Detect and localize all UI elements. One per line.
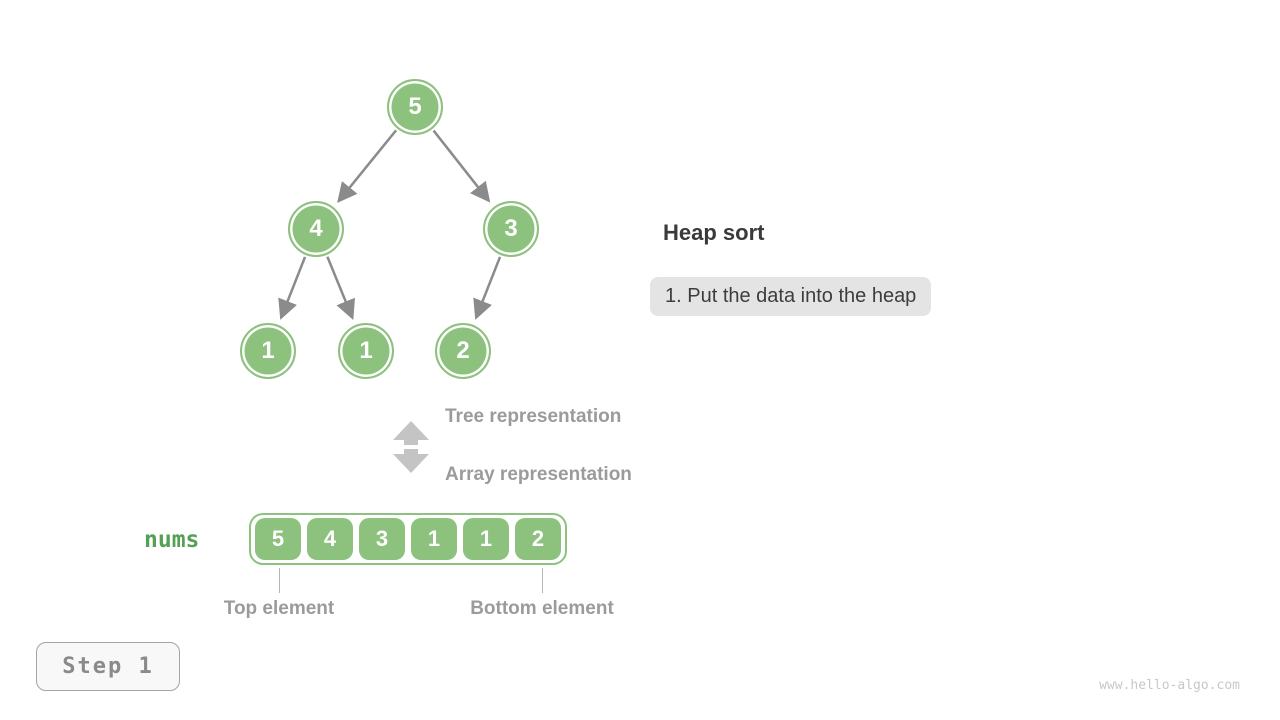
bottom-element-connector	[542, 568, 543, 593]
page-title: Heap sort	[663, 220, 765, 245]
top-element-label: Top element	[223, 598, 335, 619]
step-badge: Step 1	[36, 642, 180, 691]
array-cell: 1	[411, 518, 457, 560]
array-cell: 4	[307, 518, 353, 560]
tree-representation-label: Tree representation	[445, 406, 622, 427]
array-cell: 1	[463, 518, 509, 560]
array-cell: 5	[255, 518, 301, 560]
step-description-box: 1. Put the data into the heap	[650, 277, 932, 316]
tree-node: 1	[338, 323, 394, 379]
tree-node: 4	[288, 201, 344, 257]
tree-node: 2	[435, 323, 491, 379]
top-element-connector	[279, 568, 280, 593]
tree-node: 1	[240, 323, 296, 379]
watermark: www.hello-algo.com	[1099, 678, 1240, 693]
up-down-arrow-icon	[393, 421, 429, 473]
array-cell: 2	[515, 518, 561, 560]
array-cell: 3	[359, 518, 405, 560]
tree-node: 3	[483, 201, 539, 257]
array-name-label: nums	[144, 527, 200, 553]
bottom-element-label: Bottom element	[470, 598, 614, 619]
tree-node: 5	[387, 79, 443, 135]
array-representation-label: Array representation	[445, 464, 632, 485]
